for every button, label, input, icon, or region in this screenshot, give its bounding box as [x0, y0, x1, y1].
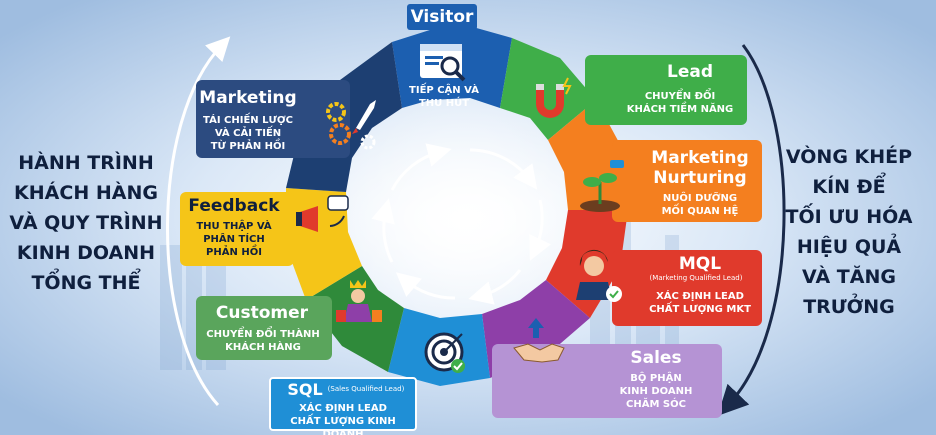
panel-feedback [180, 192, 294, 266]
marketing-desc-line: VÀ CẢI TIẾN [214, 128, 282, 139]
panel-mql [612, 250, 762, 326]
nurturing-desc-line: NUÔI DƯỠNG [662, 193, 738, 204]
right-title-line: KÍN ĐỂ [812, 176, 886, 198]
lead-desc-line: KHÁCH TIỀM NĂNG [626, 104, 734, 115]
right-title-line: TỐI ƯU HÓA [785, 206, 913, 228]
right-outer-arc [717, 44, 786, 416]
nurturing-title-line: Nurturing [653, 168, 747, 188]
feedback-desc-line: THU THẬP VÀ [196, 221, 272, 232]
left-title-line: VÀ QUY TRÌNH [9, 212, 163, 234]
visitor-title: Visitor [410, 7, 474, 27]
customer-icon [336, 280, 382, 322]
customer-desc-line: KHÁCH HÀNG [225, 342, 301, 353]
feedback-title: Feedback [188, 196, 280, 216]
mql-desc: XÁC ĐỊNH LEAD CHẤT LƯỢNG MKT [640, 290, 760, 316]
sql-desc-line: XÁC ĐỊNH LEAD [299, 403, 387, 414]
right-title-line: HIỆU QUẢ [796, 236, 902, 258]
mql-subtitle: (Marketing Qualified Lead) [649, 274, 743, 282]
verified-person-icon [576, 249, 622, 302]
left-title-line: TỔNG THỂ [31, 272, 141, 294]
panel-marketing [196, 80, 350, 158]
visitor-desc: TIẾP CẬN VÀ THU HÚT [404, 84, 484, 110]
right-title-line: VÒNG KHÉP [785, 146, 913, 168]
mql-desc-line: CHẤT LƯỢNG MKT [649, 304, 751, 315]
nurturing-title: Marketing Nurturing [640, 148, 760, 188]
marketing-title: Marketing [199, 88, 297, 108]
customer-desc: CHUYỂN ĐỔI THÀNH KHÁCH HÀNG [196, 328, 330, 354]
marketing-desc: TÁI CHIẾN LƯỢC VÀ CẢI TIẾN TỪ PHẢN HỒI [196, 114, 300, 153]
lead-desc: CHUYỂN ĐỔI KHÁCH TIỀM NĂNG [612, 90, 748, 116]
wedge-lead [500, 38, 596, 140]
marketing-desc-line: TỪ PHẢN HỒI [210, 141, 286, 152]
right-title-line: TRƯỞNG [803, 296, 895, 318]
panel-nurturing [612, 140, 762, 222]
sales-desc-line: KINH DOANH [619, 386, 693, 397]
left-title-line: KINH DOANH [16, 242, 156, 264]
inner-cycle-arrows [371, 143, 551, 305]
nurturing-desc-line: MỐI QUAN HỆ [661, 206, 739, 217]
panel-sql [269, 377, 417, 431]
feedback-desc: THU THẬP VÀ PHÂN TÍCH PHẢN HỒI [182, 220, 286, 259]
sales-title: Sales [630, 348, 682, 368]
sales-desc: BỘ PHẬN KINH DOANH CHĂM SÓC [606, 372, 706, 411]
marketing-desc-line: TÁI CHIẾN LƯỢC [203, 115, 293, 126]
feedback-desc-line: PHÂN TÍCH [203, 234, 265, 245]
nurturing-title-line: Marketing [651, 148, 749, 168]
mql-desc-line: XÁC ĐỊNH LEAD [656, 291, 744, 302]
panel-sales [492, 344, 722, 418]
left-title-line: KHÁCH HÀNG [14, 182, 158, 204]
sql-title: SQL [287, 380, 323, 399]
sales-desc-line: CHĂM SÓC [626, 399, 686, 410]
magnet-icon [536, 77, 572, 118]
lead-title: Lead [666, 62, 713, 82]
customer-title: Customer [215, 303, 309, 323]
panel-visitor [407, 4, 477, 30]
left-title-line: HÀNH TRÌNH [18, 152, 154, 174]
right-title: VÒNG KHÉP KÍN ĐỂ TỐI ƯU HÓA HIỆU QUẢ VÀ … [766, 142, 932, 322]
sql-desc: XÁC ĐỊNH LEAD CHẤT LƯỢNG KINH DOANH [272, 402, 414, 435]
nurturing-desc: NUÔI DƯỠNG MỐI QUAN HỆ [640, 192, 760, 218]
sql-subtitle: (Sales Qualified Lead) [327, 385, 405, 393]
left-title: HÀNH TRÌNH KHÁCH HÀNG VÀ QUY TRÌNH KINH … [6, 148, 166, 298]
web-search-icon [420, 44, 466, 82]
rocket-gears-icon [326, 100, 376, 150]
customer-desc-line: CHUYỂN ĐỔI THÀNH [206, 329, 320, 340]
feedback-desc-line: PHẢN HỒI [206, 247, 262, 258]
plant-icon [580, 160, 624, 212]
handshake-icon [513, 318, 565, 363]
target-icon [424, 332, 465, 373]
visitor-desc-line: THU HÚT [418, 98, 470, 109]
label-panels [180, 4, 762, 431]
left-outer-arc [166, 36, 231, 407]
lead-desc-line: CHUYỂN ĐỔI [644, 91, 716, 102]
mql-title: MQL [678, 254, 722, 274]
sales-desc-line: BỘ PHẬN [630, 373, 682, 384]
sql-desc-line: CHẤT LƯỢNG KINH DOANH [290, 416, 396, 435]
panel-customer [196, 296, 332, 360]
right-title-line: VÀ TĂNG [802, 266, 896, 288]
megaphone-icon [296, 195, 349, 232]
visitor-desc-line: TIẾP CẬN VÀ [409, 85, 479, 96]
panel-lead [585, 55, 747, 125]
